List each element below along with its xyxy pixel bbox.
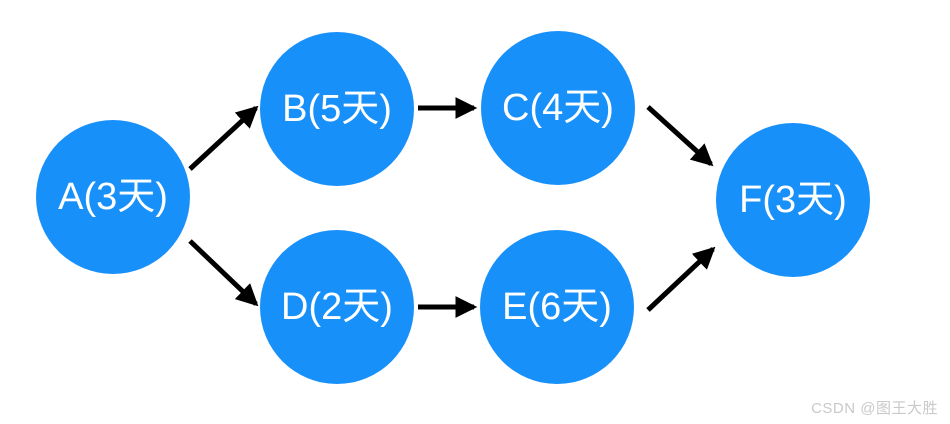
edge-C-F	[646, 105, 714, 167]
node-A-label: A(3天)	[58, 176, 168, 218]
node-A-circle	[36, 120, 190, 274]
node-C-label: C(4天)	[502, 87, 614, 129]
node-A: A(3天)	[36, 120, 190, 274]
node-B-label: B(5天)	[282, 88, 392, 130]
node-C: C(4天)	[481, 31, 635, 185]
node-D-circle	[260, 230, 414, 384]
node-E-circle	[480, 230, 634, 384]
node-E: E(6天)	[480, 230, 634, 384]
node-C-circle	[481, 31, 635, 185]
edge-A-D	[188, 239, 259, 307]
node-F-circle	[716, 123, 870, 277]
node-D: D(2天)	[260, 230, 414, 384]
node-B-circle	[260, 32, 414, 186]
node-F: F(3天)	[716, 123, 870, 277]
node-D-label: D(2天)	[281, 286, 393, 328]
node-E-label: E(6天)	[502, 286, 612, 328]
csdn-watermark: CSDN @图王大胜	[811, 400, 938, 417]
edge-A-B	[188, 105, 259, 171]
node-F-label: F(3天)	[739, 179, 847, 221]
edge-E-F	[646, 246, 716, 312]
node-B: B(5天)	[260, 32, 414, 186]
